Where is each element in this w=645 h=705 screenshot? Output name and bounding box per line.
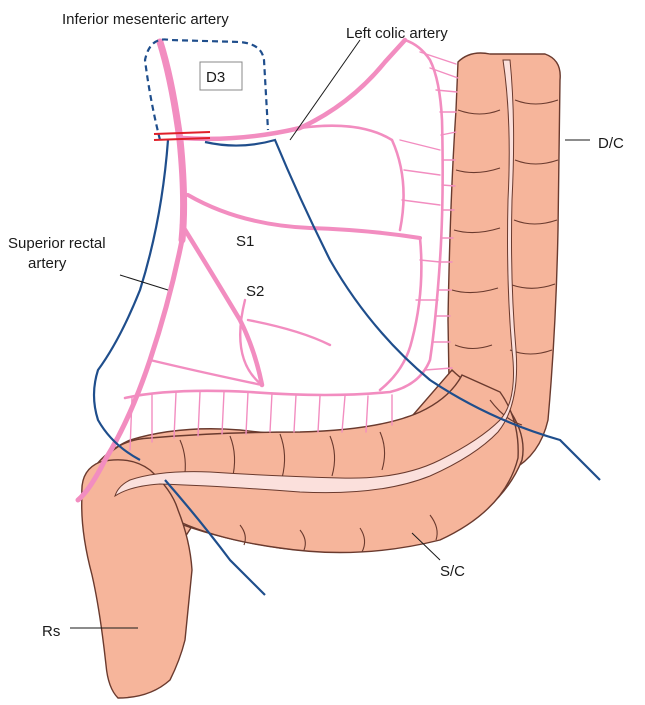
- dc-label: D/C: [598, 135, 624, 152]
- s1-label: S1: [236, 233, 254, 250]
- d3-label: D3: [206, 69, 225, 86]
- colon: [82, 53, 560, 698]
- sra-label-line2: artery: [28, 255, 67, 272]
- s1-branch: [188, 195, 420, 238]
- ima-label: Inferior mesenteric artery: [62, 11, 229, 28]
- ima-trunk: [160, 42, 184, 240]
- arcade-1: [300, 126, 404, 230]
- s2-label: S2: [246, 283, 264, 300]
- sra-label-line1: Superior rectal: [8, 235, 106, 252]
- arcade-4: [248, 320, 330, 345]
- sc-label: S/C: [440, 563, 465, 580]
- lca-label: Left colic artery: [346, 25, 448, 42]
- rs-label: Rs: [42, 623, 60, 640]
